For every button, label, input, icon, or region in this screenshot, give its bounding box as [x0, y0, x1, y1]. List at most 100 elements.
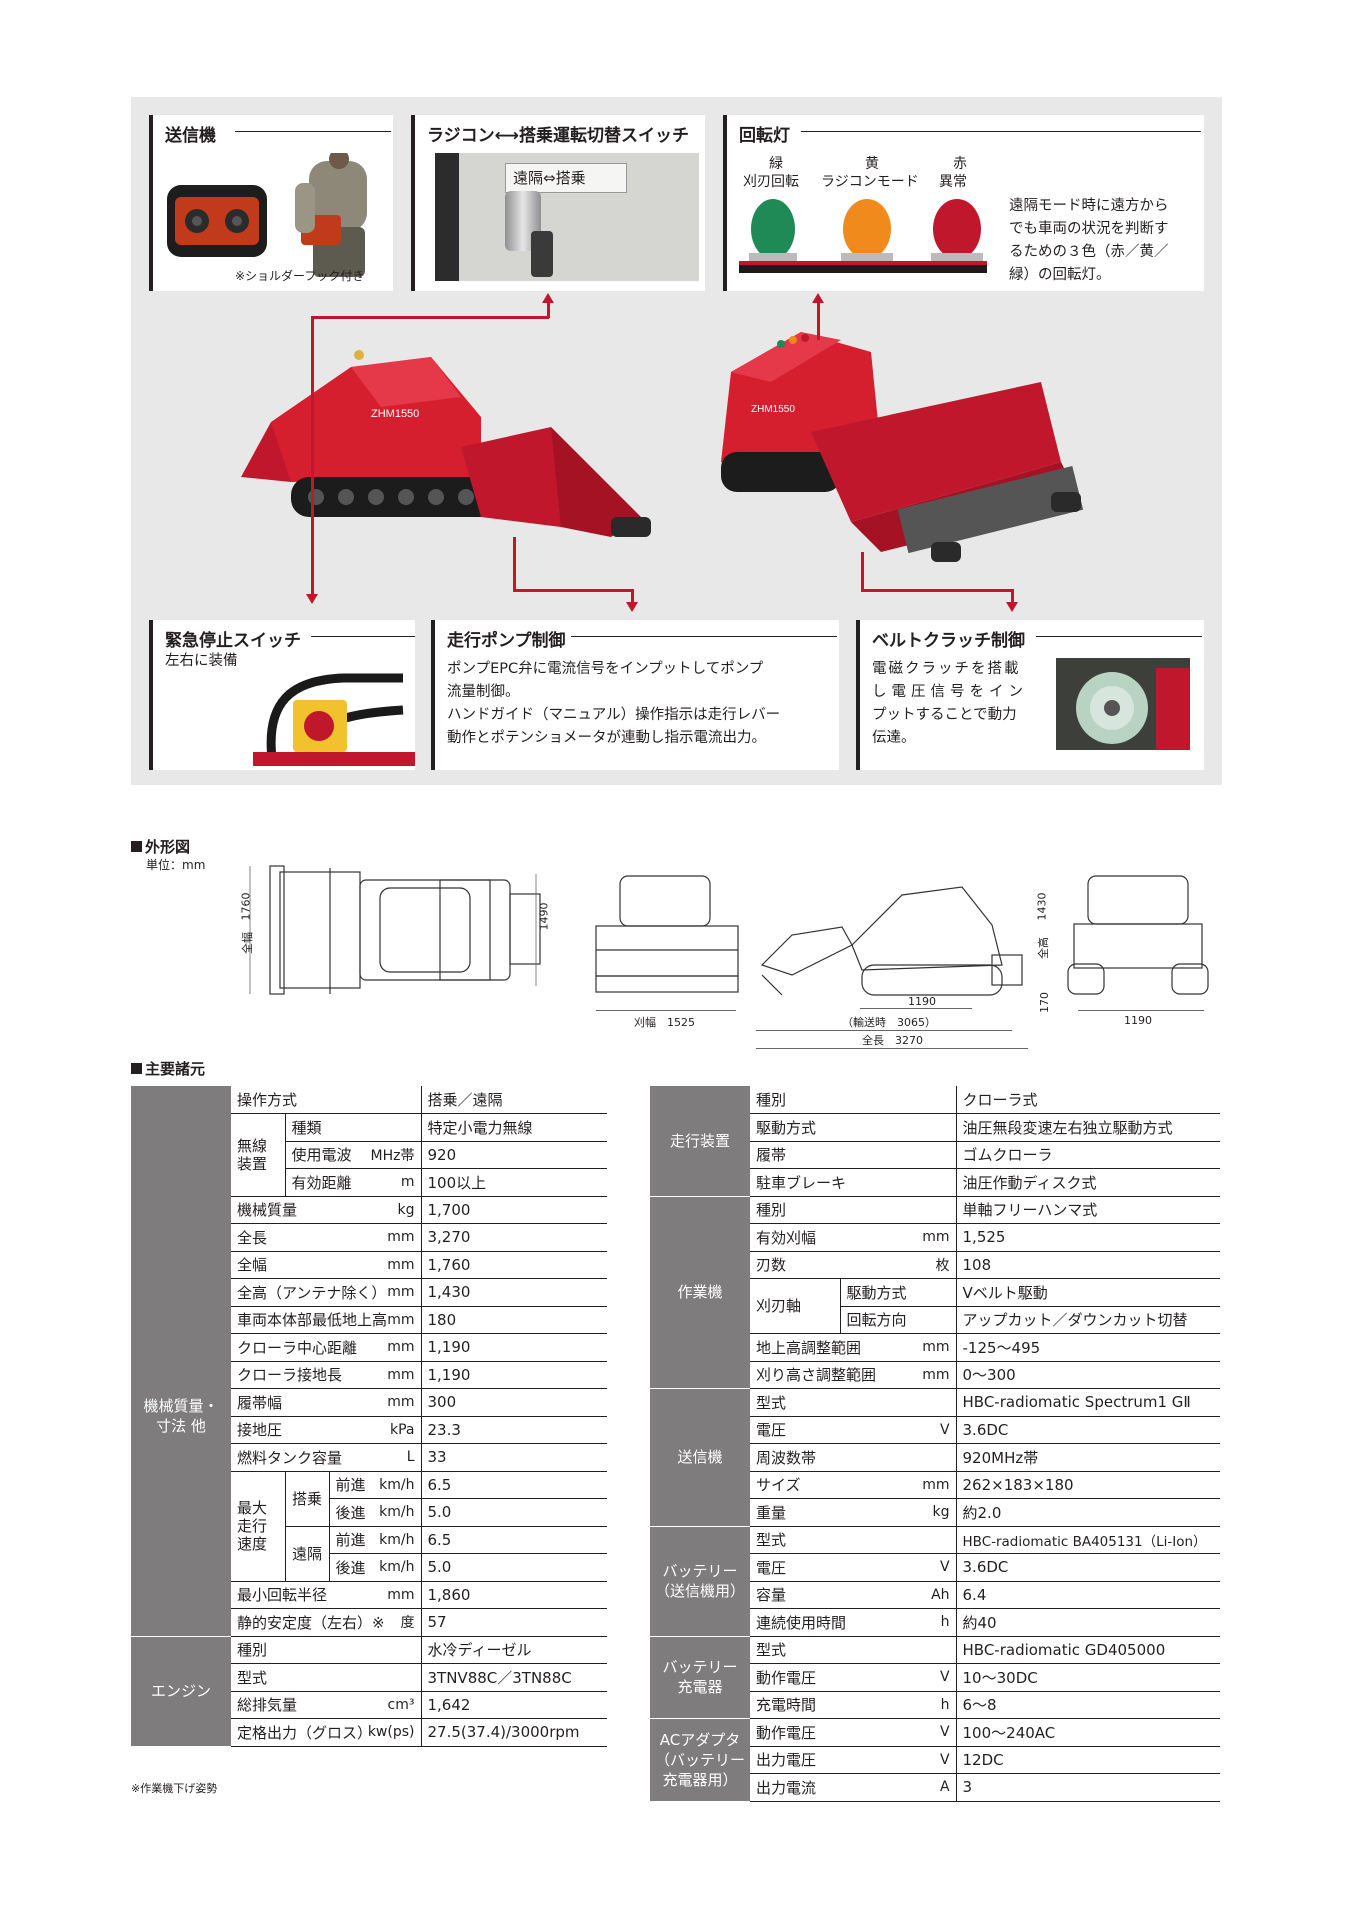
light-red-colorname: 赤	[953, 156, 967, 172]
table-row: 無線 装置 種類 特定小電力無線	[131, 1113, 607, 1197]
outline-heading: 外形図	[131, 836, 190, 857]
side-ground: 170	[1038, 992, 1051, 1013]
model-label-left: ZHM1550	[371, 408, 419, 420]
machine-illustration-left: ZHM1550	[231, 327, 691, 587]
clutch-line-2: し電圧信号をイン	[872, 684, 1028, 700]
table-row: 走行装置 種別 クローラ式	[650, 1086, 1221, 1197]
travel-group: 走行装置	[650, 1086, 750, 1197]
pump-line-1: ポンプEPC弁に電流信号をインプットしてポンプ	[447, 661, 764, 677]
estop-text: 左右に装備	[165, 653, 238, 669]
transmitter-title: 送信機	[165, 126, 216, 146]
light-green-colorname: 緑	[769, 156, 783, 172]
side-length: 全長 3270	[862, 1034, 923, 1047]
table-row: バッテリー （送信機用） 型式 HBC-radiomatic BA405131（…	[650, 1526, 1221, 1637]
table-row: 定格出力（グロス）kw(ps)27.5(37.4)/3000rpm	[131, 1718, 607, 1747]
side-track-center: 1190	[908, 995, 936, 1008]
beacon-desc-4: 緑）の回転灯。	[1009, 267, 1111, 283]
spec-footnote: ※作業機下げ姿勢	[131, 1782, 218, 1795]
table-row: 操作方式 搭乗／遠隔	[131, 1086, 607, 1197]
outline-rear-view	[1064, 870, 1212, 1000]
pump-line-4: 動作とポテンショメータが連動し指示電流出力。	[447, 730, 766, 746]
radio-group: 無線 装置	[231, 1113, 286, 1197]
charger-group: バッテリー 充電器	[650, 1636, 750, 1719]
front-cut-width: 刈幅 1525	[634, 1016, 695, 1029]
table-row: 回転方向アップカット／ダウンカット切替	[650, 1306, 1221, 1334]
light-yellow-label: ラジコンモード	[821, 174, 919, 190]
estop-photo	[253, 660, 415, 766]
top-overall-width-label: 全幅	[241, 932, 254, 954]
side-height-label: 全高	[1037, 937, 1050, 959]
light-red-label: 異常	[939, 174, 967, 190]
table-row: 駐車ブレーキ油圧作動ディスク式	[650, 1168, 1221, 1197]
table-row: 作業機 種別 単軸フリーハンマ式	[650, 1196, 1221, 1389]
engine-group: エンジン	[131, 1636, 231, 1747]
tx-group: 送信機	[650, 1388, 750, 1527]
switch-title: ラジコン⟷搭乗運転切替スイッチ	[427, 126, 690, 146]
pump-line-2: 流量制御。	[447, 684, 520, 700]
clutch-line-3: プットすることで動力	[872, 707, 1017, 723]
side-height: 1430	[1035, 892, 1049, 921]
spec-item: 操作方式	[237, 1091, 298, 1109]
mass-group: 機械質量・ 寸法 他	[131, 1196, 231, 1637]
clutch-photo	[1056, 658, 1190, 750]
table-row: 送信機 型式 HBC-radiomatic Spectrum1 GⅡ	[650, 1388, 1221, 1527]
table-row: バッテリー 充電器 型式 HBC-radiomatic GD405000	[650, 1636, 1221, 1719]
estop-title: 緊急停止スイッチ	[165, 631, 301, 651]
spec-table-right: 走行装置 種別 クローラ式 駆動方式油圧無段変速左右独立駆動方式 履帯ゴムクロー…	[650, 1086, 1221, 1802]
table-row: エンジン 種別 水冷ディーゼル	[131, 1636, 607, 1747]
work-group: 作業機	[650, 1196, 750, 1389]
switch-photo: 遠隔⇔搭乗	[435, 153, 699, 281]
clutch-line-4: 伝達。	[872, 730, 916, 746]
pump-card: 走行ポンプ制御 ポンプEPC弁に電流信号をインプットしてポンプ 流量制御。 ハン…	[431, 620, 839, 770]
table-row: 刈刃軸 駆動方式 Vベルト駆動	[650, 1278, 1221, 1334]
pump-line-3: ハンドガイド（マニュアル）操作指示は走行レバー	[447, 707, 781, 723]
beacon-title: 回転灯	[739, 126, 790, 146]
feature-panel: 送信機 ※ショルダーフック付き ラジコン⟷搭乗運転切替スイッチ 遠隔⇔搭乗	[131, 97, 1222, 785]
transmitter-photo	[163, 153, 391, 283]
transmitter-card: 送信機 ※ショルダーフック付き	[149, 115, 393, 291]
clutch-line-1: 電磁クラッチを搭載	[872, 661, 1021, 677]
beacon-card: 回転灯 緑 刈刃回転 黄 ラジコンモード 赤 異常 遠隔モード時に遠方から でも…	[723, 115, 1204, 291]
transmitter-note: ※ショルダーフック付き	[235, 269, 365, 283]
battery-group: バッテリー （送信機用）	[650, 1526, 750, 1637]
top-width: 1490	[537, 902, 551, 931]
pump-title: 走行ポンプ制御	[447, 631, 566, 651]
switch-card: ラジコン⟷搭乗運転切替スイッチ 遠隔⇔搭乗	[411, 115, 705, 291]
outline-front-view	[590, 870, 746, 1000]
estop-card: 緊急停止スイッチ 左右に装備	[149, 620, 415, 770]
spec-value: 搭乗／遠隔	[420, 1086, 607, 1114]
beacon-desc-3: るための３色（赤／黄／	[1009, 244, 1169, 260]
light-green-label: 刈刃回転	[743, 174, 799, 190]
specs-heading: 主要諸元	[131, 1058, 205, 1079]
